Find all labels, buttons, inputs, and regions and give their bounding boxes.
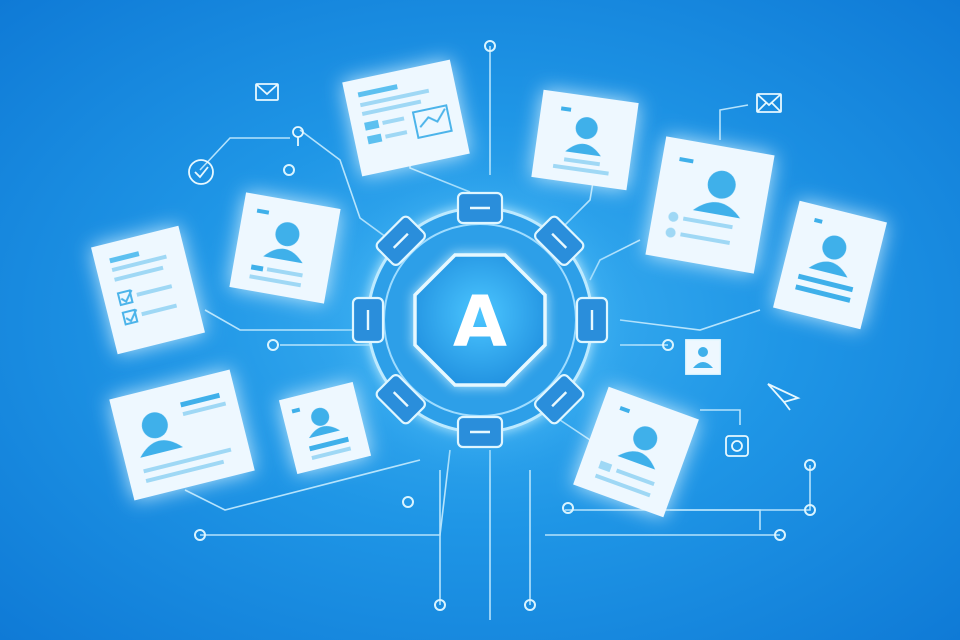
profile-document-top-right	[531, 89, 639, 191]
profile-document-far-right	[773, 200, 887, 330]
small-icons	[188, 83, 801, 457]
profile-document-left	[229, 192, 341, 304]
profile-document-small	[278, 381, 372, 475]
hub-octagon	[413, 253, 547, 387]
paper-plane-icon	[767, 383, 801, 411]
checklist-document	[91, 225, 205, 355]
pin-icon	[292, 126, 304, 146]
hub-ring-modules	[351, 191, 609, 449]
report-chart-document	[342, 59, 470, 177]
lock-icon	[725, 435, 749, 457]
profile-document-bottom-right	[573, 386, 699, 518]
user-card-icon	[685, 339, 721, 375]
connector-nodes	[194, 40, 816, 611]
envelope-icon	[756, 93, 782, 113]
hub-letter-a-emblem: A	[453, 281, 507, 363]
profile-document-bottom-left	[109, 369, 255, 501]
check-circle-icon	[188, 159, 214, 185]
central-hub: A	[320, 160, 640, 480]
documents	[91, 59, 887, 518]
profile-document-right	[645, 136, 775, 274]
mail-icon	[255, 83, 279, 101]
